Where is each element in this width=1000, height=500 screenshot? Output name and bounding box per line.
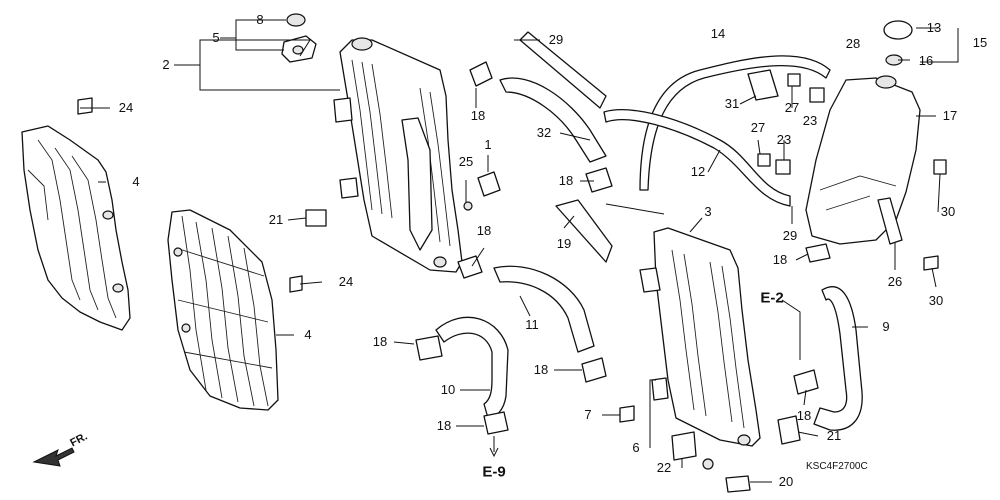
- callout-23-a: 23: [802, 113, 818, 128]
- leader-lines: [80, 19, 959, 483]
- overflow-tube-14: [639, 55, 831, 191]
- radiator-cap-assembly: [281, 13, 317, 63]
- callout-19: 19: [556, 236, 572, 251]
- callout-11: 11: [525, 317, 539, 332]
- callout-30-b: 30: [928, 293, 944, 308]
- tube-upper-29: [519, 31, 607, 109]
- hose-9: [813, 286, 863, 431]
- callout-10: 10: [440, 382, 456, 397]
- callout-13: 13: [926, 20, 942, 35]
- callout-22: 22: [656, 460, 672, 475]
- radiator-shroud-outer: [21, 125, 131, 331]
- clamps: [415, 61, 831, 435]
- reference-e9: E-9: [482, 463, 506, 481]
- callout-14: 14: [710, 26, 726, 41]
- callout-20: 20: [778, 474, 794, 489]
- callout-18-e: 18: [372, 334, 388, 349]
- callout-21-upper: 21: [268, 212, 284, 227]
- callout-3: 3: [704, 204, 712, 219]
- callout-18-a: 18: [470, 108, 486, 123]
- siphon-tube-12: [603, 109, 791, 207]
- bolts-and-fittings: [77, 73, 947, 493]
- callout-12: 12: [690, 164, 706, 179]
- reserve-tank: [805, 20, 921, 245]
- callout-18-c: 18: [476, 223, 492, 238]
- callout-4-upper: 4: [132, 174, 140, 189]
- reference-e2: E-2: [760, 289, 784, 307]
- callout-28: 28: [845, 36, 861, 51]
- callout-23-b: 23: [776, 132, 792, 147]
- callout-31: 31: [724, 96, 740, 111]
- hose-10: [435, 316, 509, 419]
- callout-17: 17: [942, 108, 958, 123]
- callout-29-lower: 29: [782, 228, 798, 243]
- callout-24-lower: 24: [338, 274, 354, 289]
- callout-15: 15: [972, 35, 988, 50]
- callout-16: 16: [918, 53, 934, 68]
- hose-11: [493, 265, 595, 353]
- callout-4-lower: 4: [304, 327, 312, 342]
- callout-27-b: 27: [750, 120, 766, 135]
- callout-7: 7: [584, 407, 592, 422]
- drawing-code: KSC4F2700C: [806, 461, 868, 472]
- callout-18-b: 18: [558, 173, 574, 188]
- callout-6: 6: [632, 440, 640, 455]
- radiator-grille: [167, 209, 279, 411]
- front-direction-arrow: [32, 447, 75, 467]
- callout-24-upper: 24: [118, 100, 134, 115]
- callout-18-h: 18: [436, 418, 452, 433]
- callout-29-upper: 29: [548, 32, 564, 47]
- callout-25: 25: [458, 154, 474, 169]
- callout-18-f: 18: [533, 362, 549, 377]
- callout-2: 2: [162, 57, 170, 72]
- callout-27-a: 27: [784, 100, 800, 115]
- callout-30-a: 30: [940, 204, 956, 219]
- radiator-left: [333, 37, 463, 273]
- callout-18-d: 18: [772, 252, 788, 267]
- callout-5: 5: [212, 30, 220, 45]
- callout-32: 32: [536, 125, 552, 140]
- callout-9: 9: [882, 319, 890, 334]
- callout-18-g: 18: [796, 408, 812, 423]
- radiator-right: [639, 227, 761, 447]
- hose-32: [499, 77, 607, 163]
- callout-8: 8: [256, 12, 264, 27]
- callout-1: 1: [484, 137, 492, 152]
- callout-21-lower: 21: [826, 428, 842, 443]
- callout-26: 26: [887, 274, 903, 289]
